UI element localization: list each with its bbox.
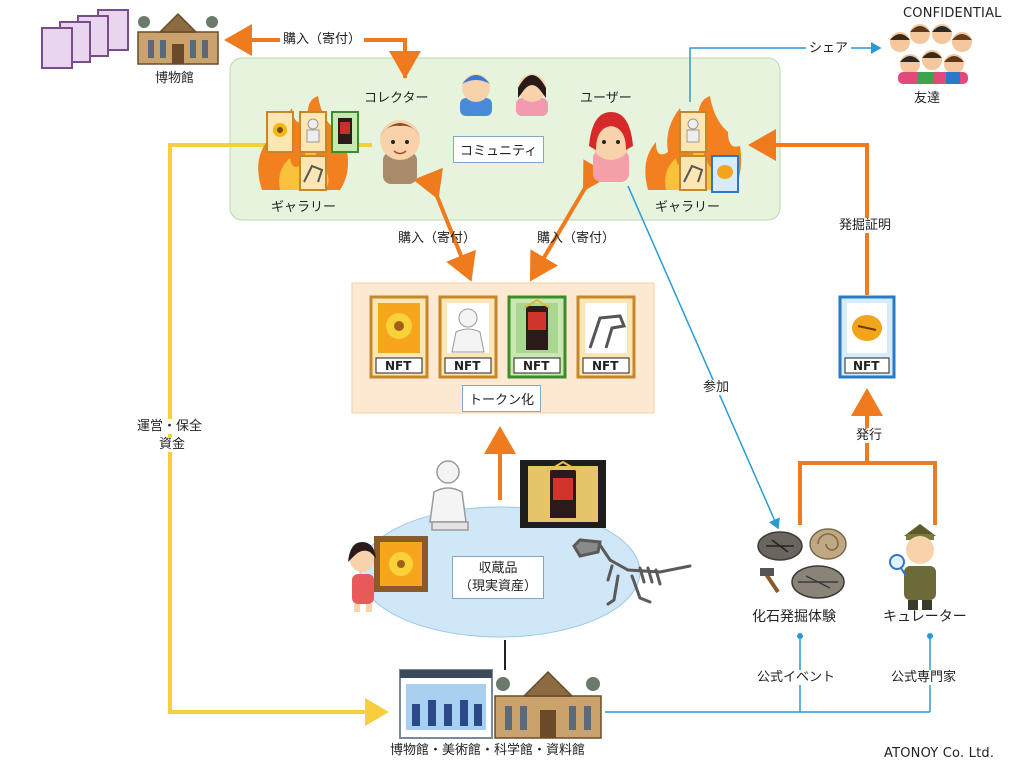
user-label: ユーザー — [580, 91, 632, 106]
user-avatar-icon — [589, 112, 633, 182]
nft-card-sunflower[interactable] — [369, 295, 429, 379]
nft-label-1: NFT — [385, 359, 412, 373]
museum-building-icon — [494, 670, 602, 739]
collector-label: コレクター — [364, 91, 429, 106]
nft-label-4: NFT — [592, 359, 619, 373]
collector-avatar-icon — [380, 120, 420, 184]
share-label: シェア — [806, 41, 852, 56]
amber-card-icon — [711, 155, 739, 193]
museum-top-label: 博物館 — [155, 71, 195, 86]
gallery-left-label: ギャラリー — [271, 200, 337, 215]
armor-card-icon — [331, 111, 359, 153]
confidential-label: CONFIDENTIAL — [903, 6, 1002, 21]
nft-label-2: NFT — [454, 359, 481, 373]
collection-label-line2: （現実資産） — [459, 578, 538, 594]
nft-card-armor[interactable] — [507, 295, 567, 379]
art-museum-building-icon — [399, 669, 493, 739]
statue-card-icon — [299, 111, 327, 153]
gallery-right-label: ギャラリー — [655, 200, 721, 215]
operation-funds-label-line1: 運営・保全 — [134, 419, 206, 434]
collection-label: 収蔵品 （現実資産） — [452, 556, 545, 600]
purchase-right-label: 購入（寄付） — [537, 231, 616, 246]
nft-card-amber[interactable] — [838, 295, 896, 379]
official-event-label: 公式イベント — [754, 670, 839, 685]
dinosaur-card-icon — [299, 155, 327, 191]
document-stack-icon — [41, 9, 129, 69]
statue-card-icon — [679, 111, 707, 153]
curator-avatar-icon — [889, 524, 936, 610]
participate-label: 参加 — [700, 380, 733, 395]
dinosaur-card-icon — [679, 155, 707, 191]
curator-label: キュレーター — [883, 609, 967, 625]
nft-label-3: NFT — [523, 359, 550, 373]
community-label: コミュニティ — [453, 136, 545, 163]
nft-label-amber: NFT — [853, 359, 880, 373]
fossil-icon — [757, 528, 847, 599]
museum-building-icon — [137, 12, 219, 65]
official-expert-label: 公式専門家 — [888, 670, 960, 685]
operation-funds-label-line2: 資金 — [156, 437, 189, 452]
tokenize-label: トークン化 — [462, 385, 542, 412]
community-people-icon — [460, 74, 548, 116]
nft-card-dinosaur[interactable] — [576, 295, 636, 379]
company-label: ATONOY Co. Ltd. — [884, 746, 995, 761]
institutions-label: 博物館・美術館・科学館・資料館 — [390, 743, 586, 758]
samurai-armor-icon — [520, 460, 606, 528]
collection-label-line1: 収蔵品 — [478, 561, 518, 576]
dinosaur-skeleton-icon — [572, 538, 692, 606]
arrow-certification — [748, 129, 869, 295]
nft-card-statue[interactable] — [438, 295, 498, 379]
arrow-user-tokens — [529, 159, 611, 282]
issue-label: 発行 — [853, 428, 886, 443]
fossil-experience-label: 化石発掘体験 — [752, 609, 836, 625]
girl-viewing-painting-icon — [348, 536, 428, 612]
participate-line — [627, 185, 780, 530]
issue-bracket — [798, 440, 937, 525]
friends-label: 友達 — [914, 91, 941, 106]
statue-icon — [429, 460, 469, 531]
sunflower-card-icon — [266, 111, 294, 153]
friends-group-icon — [890, 24, 972, 84]
purchase-left-label: 購入（寄付） — [398, 231, 477, 246]
certification-label: 発掘証明 — [836, 218, 895, 233]
purchase-top-label: 購入（寄付） — [280, 32, 365, 47]
arrow-collector-tokens — [413, 167, 476, 282]
